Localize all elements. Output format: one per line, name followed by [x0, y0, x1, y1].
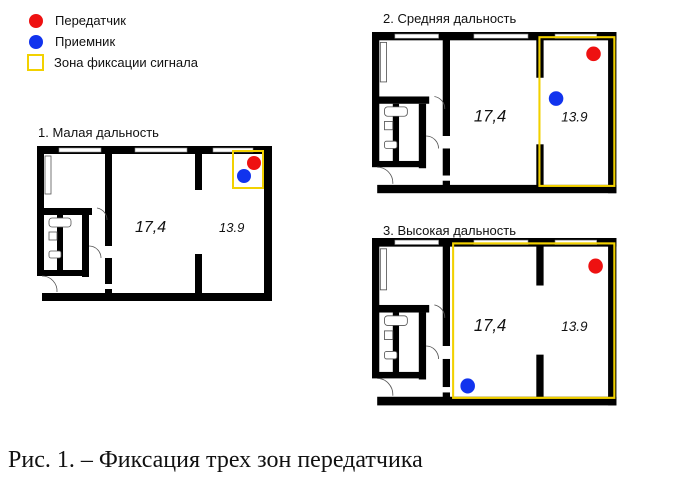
entrance-door-arc	[377, 166, 394, 184]
kitchen-counter	[44, 155, 52, 195]
floor-plan-3: 17,4 13.9	[372, 238, 617, 406]
sink-icon	[384, 330, 394, 340]
toilet-icon	[384, 350, 398, 360]
wall	[264, 146, 272, 301]
wall	[442, 32, 450, 136]
entrance-door-arc	[377, 377, 394, 396]
legend: Передатчик Приемник Зона фиксации сигнал…	[26, 10, 198, 73]
legend-label: Передатчик	[55, 13, 126, 28]
transmitter-dot	[588, 258, 603, 274]
window	[134, 147, 188, 153]
legend-zone: Зона фиксации сигнала	[26, 52, 198, 73]
floor-plan-2: 17,4 13.9	[372, 32, 617, 194]
plan-3-title: 3. Высокая дальность	[383, 223, 517, 238]
signal-zone	[232, 150, 264, 189]
figure-caption: Рис. 1. – Фиксация трех зон передатчика	[8, 447, 423, 473]
wall	[418, 312, 427, 380]
door-arc	[426, 345, 439, 359]
wall	[37, 208, 92, 215]
room-area-label: 17,4	[135, 219, 166, 236]
window	[473, 33, 529, 39]
plan-2-title: 2. Средняя дальность	[383, 11, 517, 26]
door-arc	[434, 304, 446, 318]
door-arc	[426, 135, 439, 149]
receiver-dot	[460, 378, 475, 394]
legend-label: Приемник	[55, 34, 116, 49]
legend-transmitter: Передатчик	[26, 10, 198, 31]
red-dot-icon	[29, 13, 43, 28]
wall	[372, 304, 430, 313]
wall	[392, 103, 400, 167]
wall	[608, 238, 617, 406]
room-area-label: 13.9	[219, 220, 244, 235]
wall	[442, 180, 450, 186]
wall	[57, 215, 63, 275]
wall	[195, 146, 202, 190]
wall	[372, 371, 424, 379]
wall	[442, 148, 450, 176]
window	[394, 239, 439, 245]
wall	[372, 160, 424, 168]
signal-zone	[538, 36, 616, 187]
wall	[608, 32, 617, 194]
kitchen-counter	[379, 41, 387, 83]
wall	[442, 358, 450, 388]
door-arc	[434, 96, 446, 109]
wall	[37, 270, 87, 276]
wall	[536, 354, 544, 400]
floor-plan-1: 17,4 13.9	[37, 146, 272, 301]
receiver-dot	[548, 91, 564, 106]
room-area-label: 17,4	[474, 106, 506, 125]
wall	[442, 238, 450, 346]
wall	[105, 289, 112, 294]
sink-icon	[384, 121, 394, 131]
toilet-icon	[384, 140, 398, 149]
room-area-label: 13.9	[561, 319, 588, 334]
bathtub-icon	[384, 315, 408, 326]
wall	[536, 238, 544, 286]
room-area-label: 13.9	[561, 109, 588, 124]
room-area-label: 17,4	[474, 316, 506, 335]
wall	[82, 215, 89, 277]
sink-icon	[48, 231, 58, 241]
wall	[195, 254, 202, 296]
plan-1-title: 1. Малая дальность	[38, 125, 159, 140]
legend-receiver: Приемник	[26, 31, 198, 52]
wall	[377, 184, 617, 194]
wall	[105, 146, 112, 246]
receiver-dot	[237, 169, 251, 183]
transmitter-dot	[586, 46, 601, 62]
toilet-icon	[48, 250, 62, 259]
wall	[42, 293, 272, 301]
signal-zone	[452, 242, 616, 399]
door-arc	[88, 245, 102, 259]
yellow-square-icon	[27, 54, 44, 71]
wall	[392, 312, 400, 378]
wall	[442, 392, 450, 398]
wall	[418, 103, 427, 169]
door-arc	[96, 207, 108, 221]
legend-label: Зона фиксации сигнала	[54, 55, 198, 70]
entrance-door-arc	[41, 275, 58, 293]
window	[394, 33, 439, 39]
kitchen-counter	[379, 248, 387, 291]
wall	[372, 96, 430, 104]
window	[58, 147, 102, 153]
wall	[377, 396, 617, 406]
bathtub-icon	[384, 106, 408, 117]
transmitter-dot	[247, 156, 261, 170]
bathtub-icon	[48, 217, 72, 228]
blue-dot-icon	[29, 34, 43, 49]
wall	[105, 258, 112, 284]
